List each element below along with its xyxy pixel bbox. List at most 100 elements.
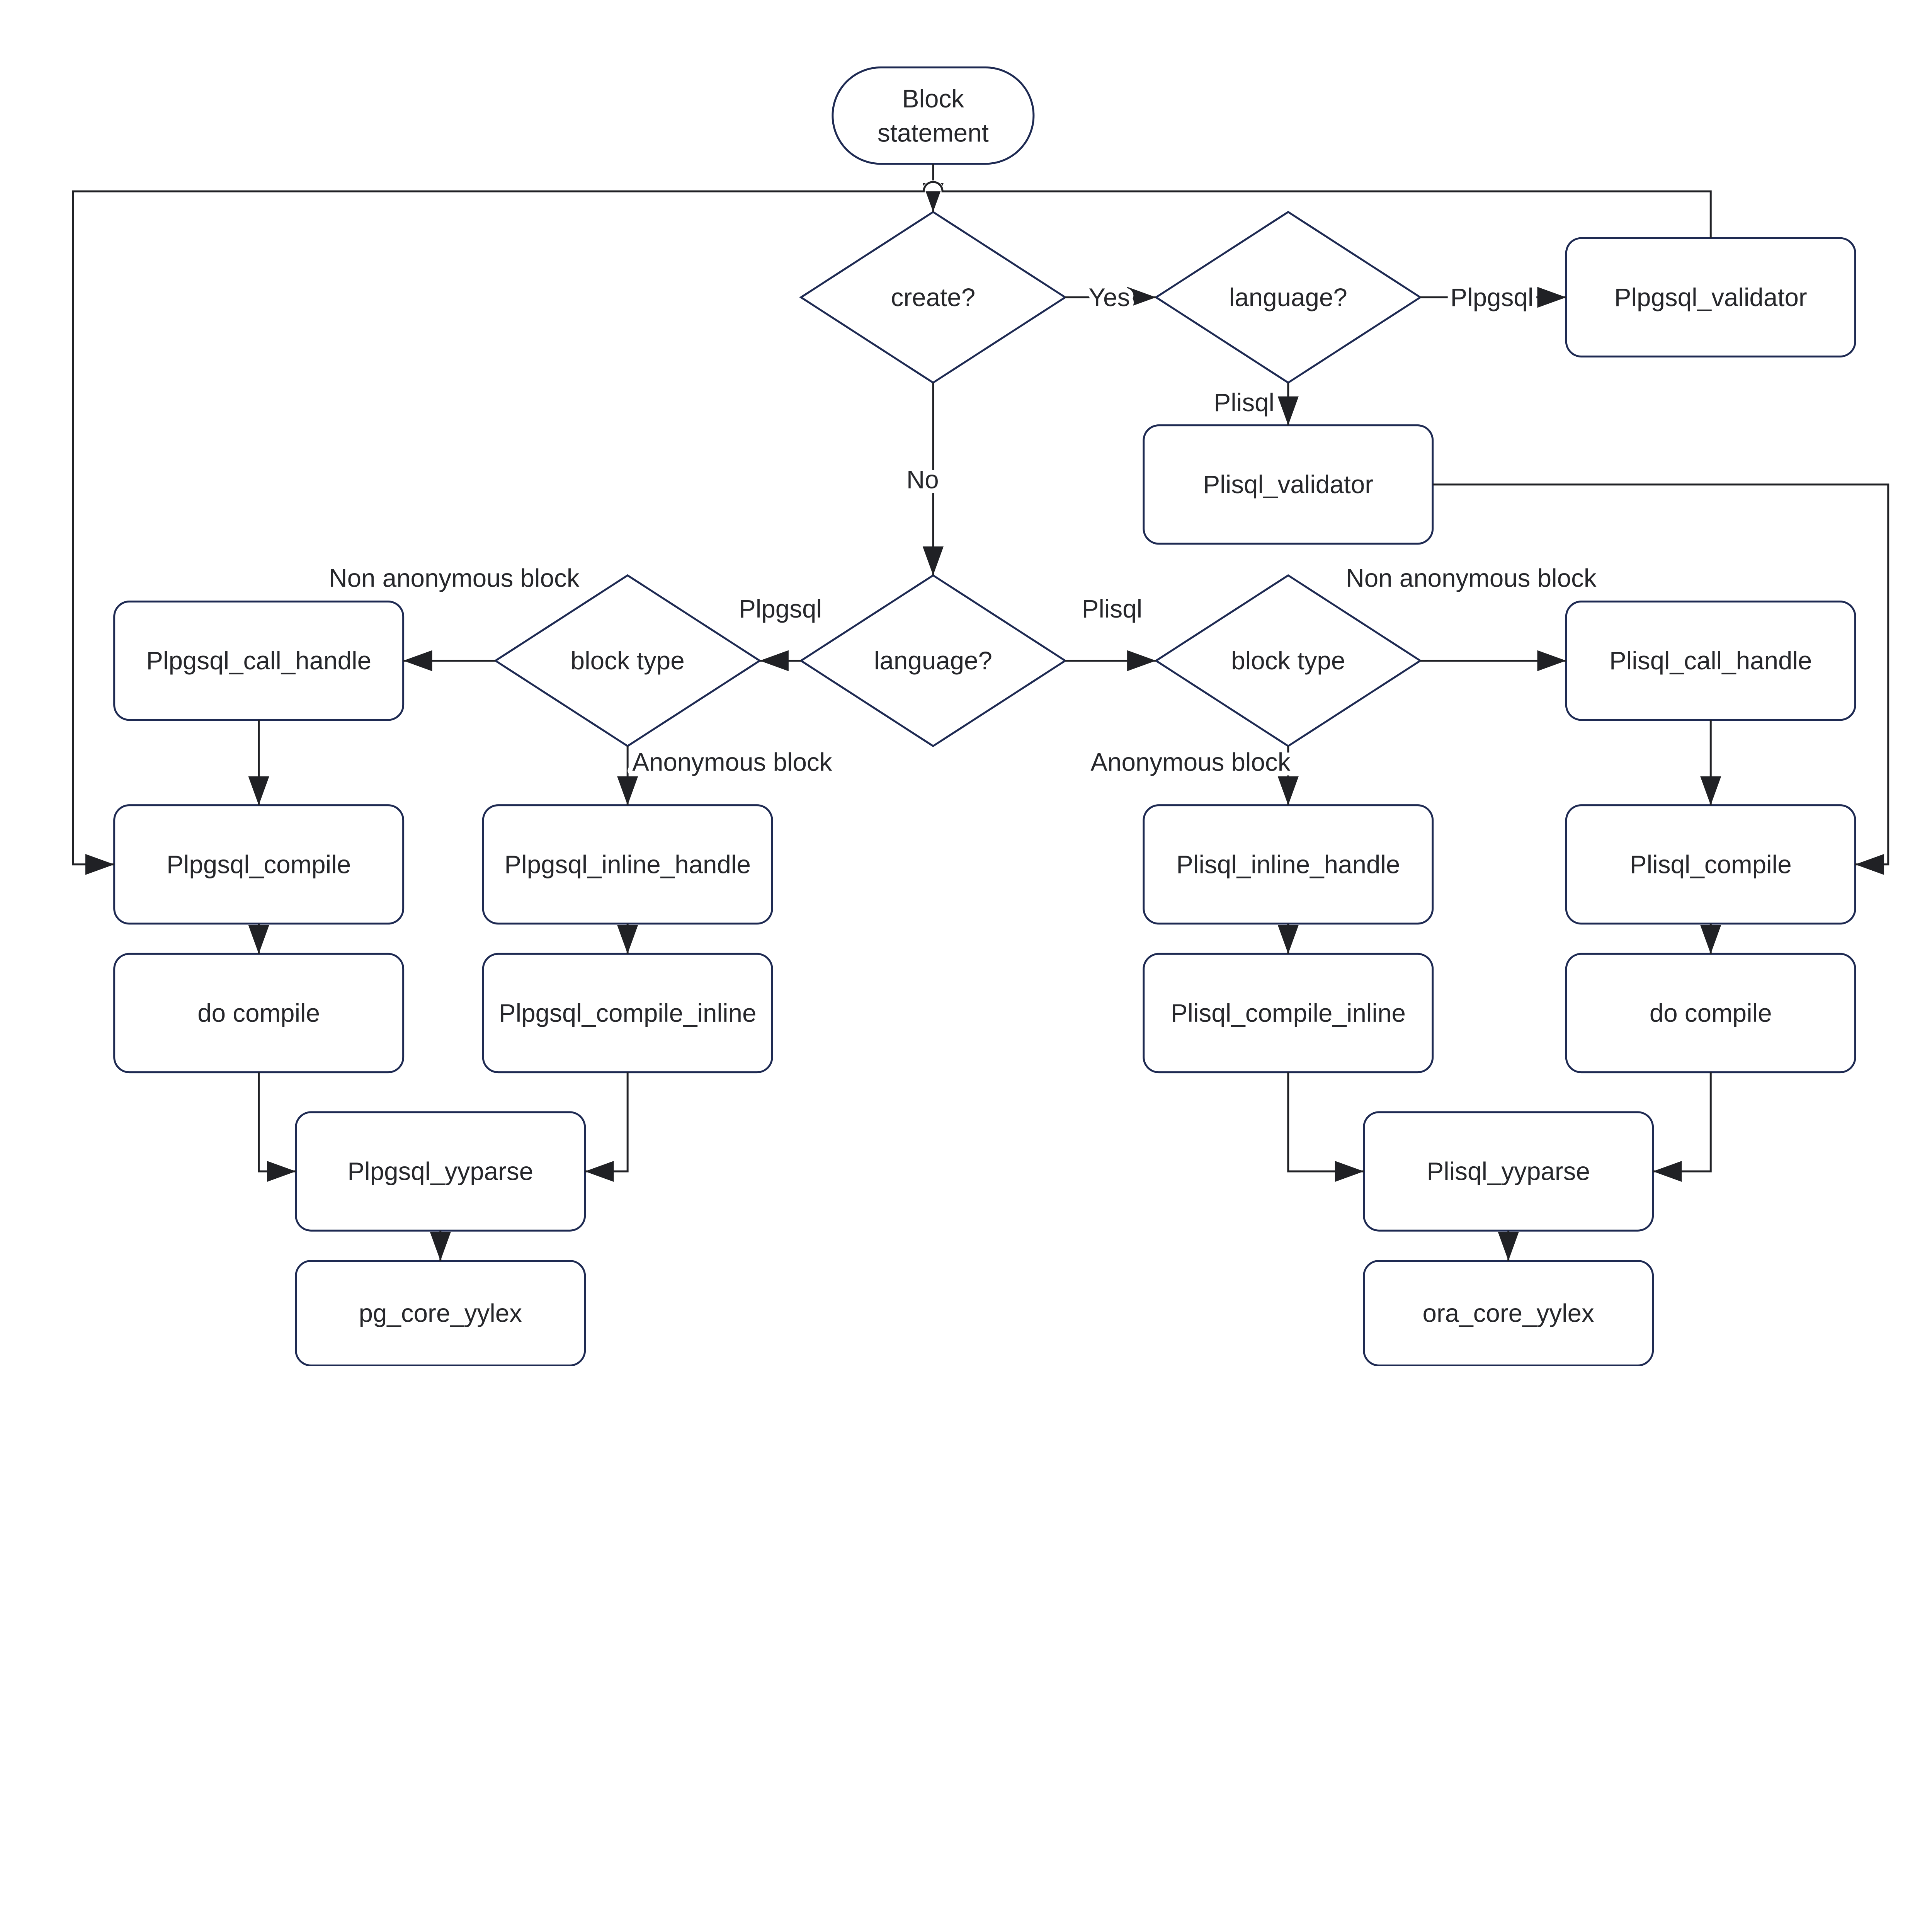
edge-block-type-right-to-plisql-inline-handle <box>1277 746 1299 805</box>
edge-plpgsql-compile-to-do-compile-left-arrowhead <box>248 925 269 954</box>
edge-block-type-right-to-plisql-inline-handle-arrowhead <box>1277 776 1299 805</box>
plpgsql-compile-label: Plpgsql_compile <box>167 850 351 878</box>
plpgsql-yyparse-label: Plpgsql_yyparse <box>347 1157 533 1186</box>
block-type-right-label: block type <box>1231 647 1345 675</box>
node-block-type-right: block type <box>1154 574 1422 747</box>
pg-core-yylex-label: pg_core_yylex <box>359 1299 522 1327</box>
edge-block-type-right-to-plisql-call-handle-arrowhead <box>1537 650 1566 671</box>
node-plisql-call-handle: Plisql_call_handle <box>1565 600 1856 721</box>
label-plpgsql-top: Plpgsql <box>1450 283 1533 311</box>
edge-plpgsql-compile-inline-to-plpgsql-yyparse <box>585 1072 629 1182</box>
node-plisql-compile-inline: Plisql_compile_inline <box>1143 953 1434 1074</box>
label-yes: Yes <box>1088 283 1130 311</box>
edge-plpgsql-compile-to-do-compile-left <box>248 923 269 954</box>
edge-language-mid-to-block-type-right <box>1065 650 1156 671</box>
edge-block-type-left-to-plpgsql-call-handle-arrowhead <box>403 650 432 671</box>
edge-plisql-yyparse-to-ora-core-yylex-arrowhead <box>1498 1232 1519 1261</box>
edge-do-compile-right-to-plisql-yyparse-arrowhead <box>1653 1161 1682 1182</box>
block-statement-stadium <box>832 66 1035 165</box>
label-non-anonymous-right: Non anonymous block <box>1346 564 1596 592</box>
flowchart-page: Block statement create? language? Plpgsql_va… <box>72 66 1889 1367</box>
node-plisql-validator: Plisql_validator <box>1143 424 1434 545</box>
node-plpgsql-call-handle: Plpgsql_call_handle <box>113 600 405 721</box>
node-plisql-inline-handle: Plisql_inline_handle <box>1143 804 1434 925</box>
node-plpgsql-compile-inline: Plpgsql_compile_inline <box>482 953 773 1074</box>
language-mid-diamond <box>799 574 1067 747</box>
edge-plisql-call-handle-to-plisql-compile-arrowhead <box>1700 776 1721 805</box>
edge-plpgsql-validator-to-plpgsql-compile <box>72 180 1712 875</box>
language-top-label: language? <box>1229 283 1347 311</box>
node-plpgsql-inline-handle: Plpgsql_inline_handle <box>482 804 773 925</box>
create-label: create? <box>891 283 976 311</box>
edge-create-yes-to-language-top <box>1065 287 1156 308</box>
plpgsql-compile-inline-label: Plpgsql_compile_inline <box>499 999 756 1027</box>
node-plpgsql-compile: Plpgsql_compile <box>113 804 405 925</box>
node-plisql-compile: Plisql_compile <box>1565 804 1856 925</box>
edge-language-top-to-plpgsql-validator <box>1420 287 1566 308</box>
edge-plpgsql-validator-to-plpgsql-compile-arrowhead <box>85 854 114 875</box>
edge-plpgsql-validator-to-plpgsql-compile-line <box>72 181 1712 866</box>
plisql-compile-inline-label: Plisql_compile_inline <box>1171 999 1406 1027</box>
block-type-left-label: block type <box>571 647 685 675</box>
edge-create-no-to-language-mid <box>922 383 944 575</box>
do-compile-right-label: do compile <box>1650 999 1772 1027</box>
edge-do-compile-left-to-plpgsql-yyparse-line <box>258 1072 296 1173</box>
node-ora-core-yylex: ora_core_yylex <box>1363 1260 1654 1367</box>
label-plpgsql-mid: Plpgsql <box>739 595 822 623</box>
edge-plisql-compile-inline-to-plisql-yyparse <box>1287 1072 1364 1182</box>
edge-do-compile-right-to-plisql-yyparse-line <box>1653 1072 1712 1173</box>
plisql-yyparse-label: Plisql_yyparse <box>1427 1157 1590 1186</box>
edge-create-yes-to-language-top-arrowhead <box>1127 287 1156 308</box>
plisql-call-handle-label: Plisql_call_handle <box>1609 647 1812 675</box>
label-plisql-mid: Plisql <box>1082 595 1143 623</box>
node-plpgsql-validator: Plpgsql_validator <box>1565 237 1856 357</box>
edge-block-type-left-to-plpgsql-inline-handle <box>617 746 638 805</box>
edge-plisql-compile-to-do-compile-right-arrowhead <box>1700 925 1721 954</box>
edge-language-mid-to-block-type-right-arrowhead <box>1127 650 1156 671</box>
edge-block-type-right-to-plisql-call-handle <box>1420 650 1566 671</box>
node-create: create? <box>799 211 1067 384</box>
label-plisql-top: Plisql <box>1214 388 1275 417</box>
edge-block-type-left-to-plpgsql-call-handle <box>403 650 496 671</box>
node-language-mid: language? <box>799 574 1067 747</box>
edge-plisql-compile-to-do-compile-right <box>1700 923 1721 954</box>
edge-plisql-call-handle-to-plisql-compile <box>1700 720 1721 805</box>
edge-language-mid-to-block-type-left-arrowhead <box>760 650 789 671</box>
label-non-anonymous-left: Non anonymous block <box>329 564 579 592</box>
edge-plisql-validator-to-plisql-compile <box>1432 483 1889 875</box>
do-compile-left-label: do compile <box>197 999 320 1027</box>
edge-do-compile-right-to-plisql-yyparse <box>1653 1072 1712 1182</box>
edge-do-compile-left-to-plpgsql-yyparse-arrowhead <box>267 1161 296 1182</box>
edge-plpgsql-compile-inline-to-plpgsql-yyparse-line <box>585 1072 629 1173</box>
label-anonymous-right: Anonymous block <box>1090 748 1290 776</box>
edge-language-top-to-plpgsql-validator-arrowhead <box>1537 287 1566 308</box>
node-language-top: language? <box>1154 211 1422 384</box>
node-block-statement: Block statement <box>832 66 1035 165</box>
edge-plisql-compile-inline-to-plisql-yyparse-arrowhead <box>1335 1161 1364 1182</box>
edge-language-mid-to-block-type-left <box>760 650 801 671</box>
edge-block-type-left-to-plpgsql-inline-handle-arrowhead <box>617 776 638 805</box>
edge-plisql-validator-to-plisql-compile-arrowhead <box>1855 854 1884 875</box>
node-pg-core-yylex: pg_core_yylex <box>295 1260 586 1367</box>
node-block-type-left: block type <box>493 574 762 747</box>
edge-language-top-to-plisql-validator-arrowhead <box>1277 396 1299 425</box>
node-plisql-yyparse: Plisql_yyparse <box>1363 1111 1654 1232</box>
label-no: No <box>906 465 939 494</box>
block-statement-label-line-1: statement <box>878 119 989 147</box>
edge-plpgsql-call-handle-to-plpgsql-compile <box>248 720 269 805</box>
edge-plpgsql-yyparse-to-pg-core-yylex <box>430 1230 451 1261</box>
plpgsql-validator-label: Plpgsql_validator <box>1614 283 1807 311</box>
node-do-compile-right: do compile <box>1565 953 1856 1074</box>
block-statement-label: Block statement <box>878 85 989 147</box>
edge-plisql-compile-inline-to-plisql-yyparse-line <box>1287 1072 1364 1173</box>
ora-core-yylex-label: ora_core_yylex <box>1423 1299 1595 1327</box>
node-do-compile-left: do compile <box>113 953 405 1074</box>
language-mid-label: language? <box>874 647 992 675</box>
plpgsql-inline-handle-label: Plpgsql_inline_handle <box>504 850 750 878</box>
label-anonymous-left: Anonymous block <box>632 748 832 776</box>
edge-do-compile-left-to-plpgsql-yyparse <box>258 1072 296 1182</box>
block-statement-label-line-0: Block <box>902 85 964 113</box>
edge-plpgsql-call-handle-to-plpgsql-compile-arrowhead <box>248 776 269 805</box>
edge-plpgsql-inline-handle-to-compile-inline <box>617 923 638 954</box>
edge-plpgsql-yyparse-to-pg-core-yylex-arrowhead <box>430 1232 451 1261</box>
